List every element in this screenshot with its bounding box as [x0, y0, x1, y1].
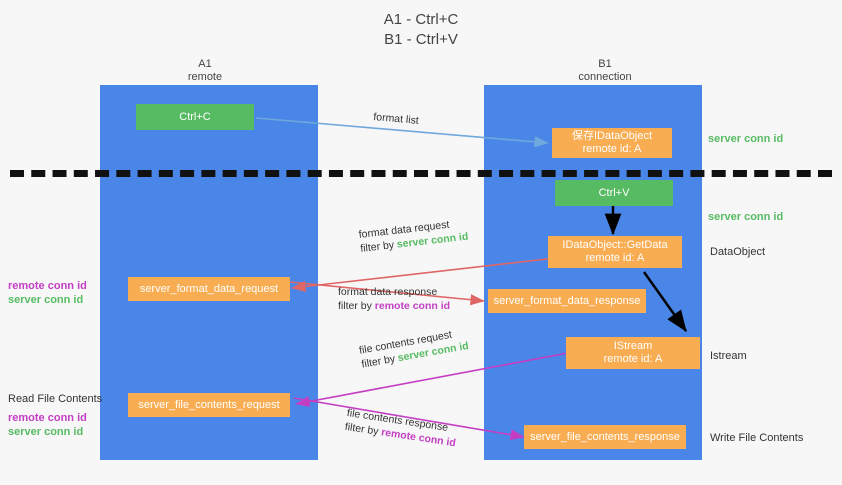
left-label-server-conn-id-2: server conn id — [8, 426, 84, 438]
node-istream[interactable]: IStream remote id: A — [566, 337, 700, 369]
right-label-istream: Istream — [710, 350, 747, 362]
node-ctrl-v-label: Ctrl+V — [598, 186, 630, 199]
left-label-remote-conn-id-2: remote conn id — [8, 412, 87, 424]
lane-header-b1: B1 connection — [540, 58, 670, 84]
edge-label-file-contents-request: file contents request filter by server c… — [358, 325, 470, 371]
node-getdata[interactable]: IDataObject::GetData remote id: A — [548, 236, 682, 268]
title-line-2: B1 - Ctrl+V — [384, 31, 458, 48]
node-server-file-contents-request-label: server_file_contents_request — [138, 398, 280, 411]
left-label-conn-ids-1: remote conn id server conn id — [8, 279, 87, 307]
lane-a1-sub: remote — [187, 71, 223, 83]
title-line-1: A1 - Ctrl+C — [383, 11, 459, 28]
node-server-format-data-request[interactable]: server_format_data_request — [128, 277, 290, 301]
left-label-read-file-contents: Read File Contents — [8, 393, 103, 405]
node-server-file-contents-request[interactable]: server_file_contents_request — [128, 393, 290, 417]
left-label-remote-conn-id-1: remote conn id — [8, 280, 87, 292]
node-server-format-data-response[interactable]: server_format_data_response — [488, 289, 646, 313]
right-label-server-conn-id-top: server conn id — [708, 133, 784, 145]
node-istream-line1: IStream — [613, 340, 653, 352]
edge-format-data-response-line1: format data response — [338, 286, 438, 298]
node-getdata-line1: IDataObject::GetData — [562, 239, 668, 251]
node-save-idataobject[interactable]: 保存IDataObject remote id: A — [552, 128, 672, 158]
edge-file-contents-response-filter-prefix: filter by — [344, 420, 383, 439]
lane-b1-name: B1 — [598, 58, 612, 70]
phase-divider — [10, 170, 832, 177]
edge-label-format-data-response: format data response filter by remote co… — [338, 285, 450, 313]
lane-a1-name: A1 — [198, 58, 212, 70]
node-ctrl-c-label: Ctrl+C — [179, 110, 211, 123]
edge-format-list-text: format list — [372, 110, 420, 127]
page-title: A1 - Ctrl+C B1 - Ctrl+V — [0, 10, 842, 50]
edge-label-file-contents-response: file contents response filter by remote … — [344, 406, 459, 450]
edge-format-data-request-filter-prefix: filter by — [359, 238, 398, 255]
node-server-format-data-response-label: server_format_data_response — [493, 294, 641, 307]
lane-b1-sub: connection — [578, 71, 632, 83]
edge-format-data-response-filter-value: remote conn id — [374, 300, 451, 312]
right-label-server-conn-id-mid: server conn id — [708, 211, 784, 223]
node-ctrl-v[interactable]: Ctrl+V — [555, 180, 673, 206]
right-label-dataobject: DataObject — [710, 246, 766, 258]
edge-label-format-list: format list — [373, 110, 420, 128]
node-istream-line2: remote id: A — [603, 353, 663, 365]
edge-format-data-response-filter-prefix: filter by — [338, 300, 375, 312]
node-ctrl-c[interactable]: Ctrl+C — [136, 104, 254, 130]
node-save-idataobject-line1: 保存IDataObject — [571, 130, 653, 142]
node-save-idataobject-line2: remote id: A — [582, 143, 642, 155]
node-getdata-line2: remote id: A — [585, 252, 645, 264]
node-server-format-data-request-label: server_format_data_request — [139, 282, 279, 295]
edge-label-format-data-request: format data request filter by server con… — [358, 216, 469, 256]
left-label-server-conn-id-1: server conn id — [8, 294, 84, 306]
lane-header-a1: A1 remote — [140, 58, 270, 84]
right-label-write-file-contents: Write File Contents — [710, 432, 804, 444]
left-label-conn-ids-2: remote conn id server conn id — [8, 411, 87, 439]
node-server-file-contents-response[interactable]: server_file_contents_response — [524, 425, 686, 449]
node-server-file-contents-response-label: server_file_contents_response — [530, 430, 680, 443]
